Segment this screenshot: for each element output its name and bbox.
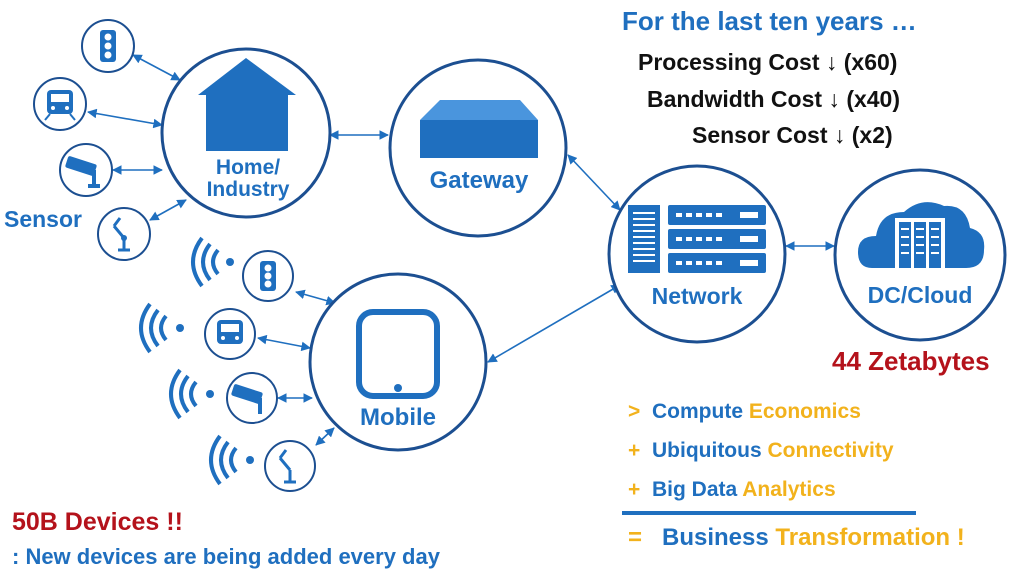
- msensor-train-icon: [204, 308, 256, 360]
- link-msensor4-mobile: [315, 427, 335, 446]
- equation-result: = Business Transformation !: [628, 524, 965, 552]
- equation-op-equals: =: [628, 524, 643, 551]
- home-label-line2: Industry: [206, 178, 290, 202]
- server-rack-icon: [628, 205, 766, 273]
- equation-row-2: + Ubiquitous Connectivity: [628, 439, 894, 463]
- sensor-traffic-light-icon: [81, 19, 135, 73]
- devices-subline: : New devices are being added every day: [12, 544, 440, 569]
- sensor-camera-icon: [59, 143, 113, 197]
- wifi-waves-icon-4: [209, 434, 238, 486]
- msensor-traffic-light-icon: [242, 250, 294, 302]
- trend-bandwidth-cost: Bandwidth Cost ↓ (x40): [647, 86, 901, 112]
- wifi-dot-icon-3: [206, 390, 214, 398]
- equation-word-analytics: Analytics: [742, 478, 836, 501]
- wifi-waves-icon-3: [169, 368, 198, 420]
- equation-op-1: >: [628, 400, 641, 423]
- equation-divider: [622, 511, 916, 515]
- msensor-robot-arm-icon: [264, 440, 316, 492]
- link-mobile-network: [487, 284, 621, 363]
- trends-title: For the last ten years …: [622, 6, 917, 36]
- trend-sensor-cost: Sensor Cost ↓ (x2): [692, 122, 893, 148]
- dc-cloud-label: DC/Cloud: [867, 282, 973, 308]
- equation-word-connectivity: Connectivity: [767, 439, 894, 462]
- equation-word-business: Business: [662, 524, 769, 551]
- sensor-robot-arm-icon: [97, 207, 151, 261]
- home-label-line1: Home/: [215, 156, 281, 179]
- equation-word-transformation: Transformation !: [775, 524, 965, 551]
- msensor-camera-icon: [226, 372, 278, 424]
- link-msensor1-mobile: [295, 289, 336, 306]
- equation-op-2: +: [628, 439, 641, 462]
- equation-op-3: +: [628, 478, 641, 501]
- equation-word-compute: Compute: [652, 400, 743, 423]
- equation-word-economics: Economics: [748, 400, 861, 423]
- link-sensor1-home: [132, 54, 181, 81]
- link-sensor4-home: [149, 199, 187, 221]
- trend-processing-cost: Processing Cost ↓ (x60): [638, 49, 898, 75]
- cloud-server-icon: [858, 202, 985, 272]
- link-sensor2-home: [87, 108, 163, 129]
- connectors: [87, 54, 835, 446]
- gateway-box-icon: [420, 100, 538, 158]
- zetabytes-label: 44 Zetabytes: [832, 346, 990, 376]
- equation-word-big-data: Big Data: [652, 478, 738, 501]
- equation-word-ubiquitous: Ubiquitous: [652, 439, 762, 462]
- link-gateway-network: [567, 154, 621, 211]
- link-msensor2-mobile: [257, 334, 311, 352]
- mobile-label: Mobile: [360, 404, 436, 431]
- wifi-dot-icon-1: [226, 258, 234, 266]
- wifi-waves-icon-2: [139, 302, 168, 354]
- wifi-dot-icon-4: [246, 456, 254, 464]
- sensor-label: Sensor: [4, 206, 82, 232]
- equation-row-1: > Compute Economics: [628, 400, 861, 424]
- sensor-train-icon: [33, 77, 87, 131]
- network-label: Network: [651, 283, 743, 309]
- devices-headline: 50B Devices !!: [12, 508, 183, 536]
- mobile-phone-icon: [356, 309, 440, 399]
- home-industry-label: Home/ Industry: [186, 156, 310, 202]
- wifi-dot-icon-2: [176, 324, 184, 332]
- gateway-label: Gateway: [429, 167, 529, 194]
- wifi-waves-icon-1: [191, 236, 220, 288]
- house-icon: [198, 58, 296, 151]
- equation-row-3: + Big Data Analytics: [628, 478, 836, 502]
